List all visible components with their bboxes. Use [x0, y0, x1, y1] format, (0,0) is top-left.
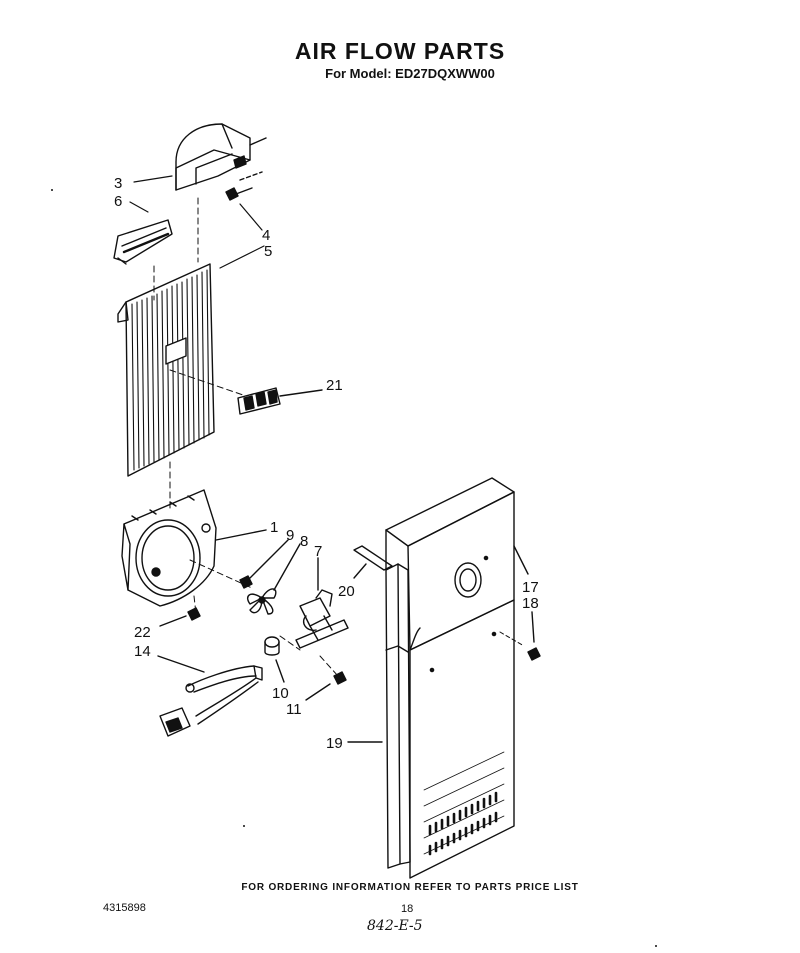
- callout-18: 18: [522, 595, 539, 612]
- part-air-duct-cover: [175, 123, 267, 191]
- part-fan-motor: [295, 557, 349, 649]
- part-nut: [239, 539, 289, 589]
- part-screw-panel: [499, 611, 541, 661]
- page-number: 18: [401, 903, 414, 915]
- callout-4: 4: [262, 227, 270, 244]
- part-screw-upper: [225, 171, 263, 201]
- part-fan-blade: [246, 543, 301, 615]
- scan-marks: [51, 189, 657, 947]
- callout-9: 9: [286, 527, 294, 544]
- callout-17: 17: [522, 579, 539, 596]
- callout-5: 5: [264, 243, 272, 260]
- part-gasket-strip: [353, 545, 393, 579]
- document-number: 4315898: [103, 902, 146, 914]
- leader-lines: [129, 175, 265, 269]
- part-grommet: [264, 636, 285, 683]
- ordering-note: FOR ORDERING INFORMATION REFER TO PARTS …: [241, 882, 579, 893]
- callout-19: 19: [326, 735, 343, 752]
- callout-7: 7: [314, 543, 322, 560]
- callout-14: 14: [134, 643, 151, 660]
- callout-8: 8: [300, 533, 308, 550]
- part-fan-housing: [121, 489, 267, 607]
- part-wiring-harness: [157, 655, 263, 737]
- callout-6: 6: [114, 193, 122, 210]
- part-bracket: [237, 387, 323, 415]
- callout-21: 21: [326, 377, 343, 394]
- page-title: AIR FLOW PARTS: [294, 38, 506, 64]
- part-evaporator-cover: [117, 263, 215, 477]
- handwritten-note: 842-E-5: [367, 918, 423, 934]
- callout-1: 1: [270, 519, 278, 536]
- part-grille: [113, 219, 173, 265]
- callout-20: 20: [338, 583, 355, 600]
- callout-labels: 3 6 4 5 21 1 9 8 7 20 17 18 22 14 10 11 …: [114, 175, 539, 752]
- part-air-channel: [347, 563, 411, 869]
- part-air-duct-panel: [385, 477, 529, 879]
- part-screw-housing: [159, 607, 201, 627]
- alignment-lines: [153, 197, 339, 677]
- callout-3: 3: [114, 175, 122, 192]
- callout-22: 22: [134, 624, 151, 641]
- callout-10: 10: [272, 685, 289, 702]
- callout-11: 11: [286, 701, 302, 718]
- part-screw-motor: [305, 671, 347, 701]
- model-line: For Model: ED27DQXWW00: [325, 66, 495, 81]
